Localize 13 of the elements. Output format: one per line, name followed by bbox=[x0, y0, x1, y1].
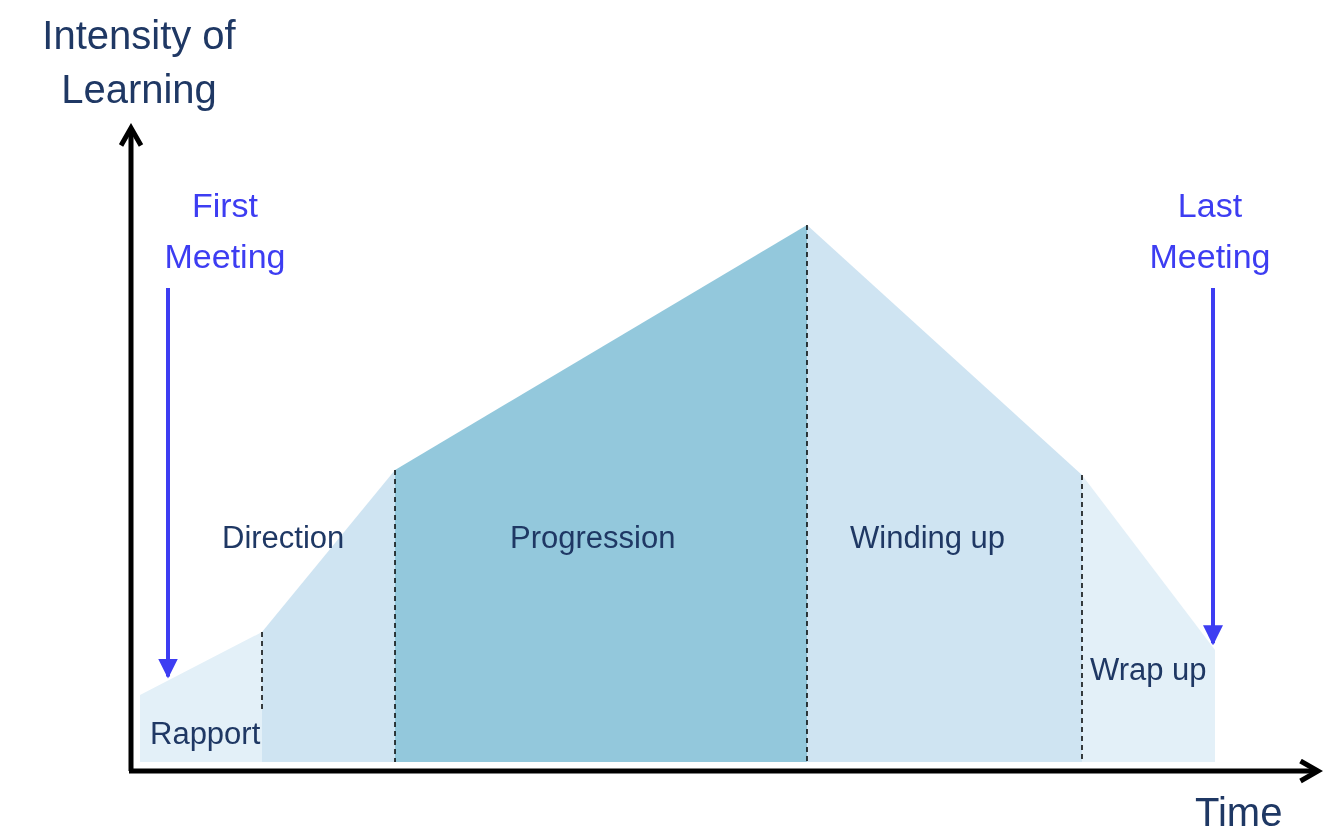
axis-title: Intensity of Learning bbox=[41, 12, 237, 113]
phase-area bbox=[395, 225, 807, 762]
arrow bbox=[1203, 288, 1223, 646]
axis-title: Time bbox=[1195, 789, 1284, 836]
phase-area bbox=[807, 225, 1082, 762]
phase-label: Rapport bbox=[150, 716, 261, 752]
phase-label: Progression bbox=[510, 520, 676, 556]
phase-label: Direction bbox=[222, 520, 345, 556]
meeting-label: Last Meeting bbox=[1125, 180, 1295, 282]
arrow bbox=[158, 288, 178, 679]
phase-label: Wrap up bbox=[1090, 652, 1207, 688]
phase-label: Winding up bbox=[850, 520, 1006, 556]
meeting-label: First Meeting bbox=[140, 180, 310, 282]
